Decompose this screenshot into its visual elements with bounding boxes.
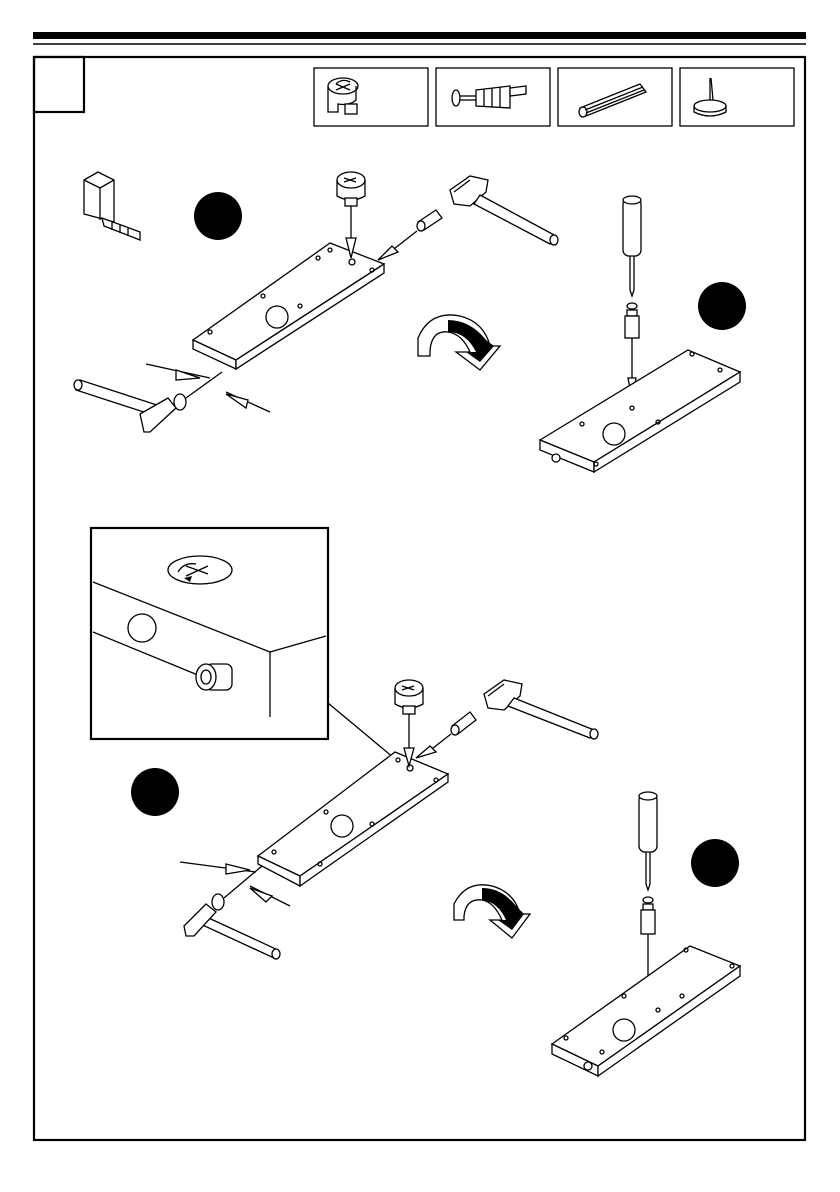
part-box-cam-bolt <box>436 68 550 126</box>
step-badge-b <box>698 282 746 330</box>
hammer-icon <box>450 176 558 245</box>
hammer-icon <box>184 866 280 959</box>
parts-list <box>314 68 794 126</box>
part-box-dowel <box>558 68 672 126</box>
step-badge-c <box>131 768 179 816</box>
panel-board <box>258 752 448 886</box>
cam-lock-icon <box>337 172 365 258</box>
header-rule-thick <box>33 32 806 39</box>
nail-foot-icon <box>694 78 726 116</box>
step-badge-a <box>194 192 242 240</box>
cam-lock-icon <box>328 78 358 114</box>
flip-arrow-icon <box>418 315 500 370</box>
tape-measure-icon <box>84 172 140 240</box>
cam-bolt-icon <box>452 86 526 108</box>
screwdriver-icon <box>639 792 657 890</box>
panel-board <box>552 946 740 1076</box>
screwdriver-icon <box>623 196 641 296</box>
dowel-icon <box>416 712 476 758</box>
part-box-nail-foot <box>680 68 794 126</box>
detail-callout <box>91 528 328 739</box>
panel-board <box>540 350 740 472</box>
flip-arrow-icon <box>454 885 530 938</box>
step-badge-d <box>691 839 739 887</box>
hammer-icon <box>74 372 222 432</box>
panel-board <box>193 243 384 369</box>
wooden-dowel-icon <box>579 84 646 117</box>
hammer-icon <box>484 680 598 739</box>
step-number-box <box>34 57 84 112</box>
part-box-cam-lock <box>314 68 428 126</box>
dowel-icon <box>378 210 442 260</box>
